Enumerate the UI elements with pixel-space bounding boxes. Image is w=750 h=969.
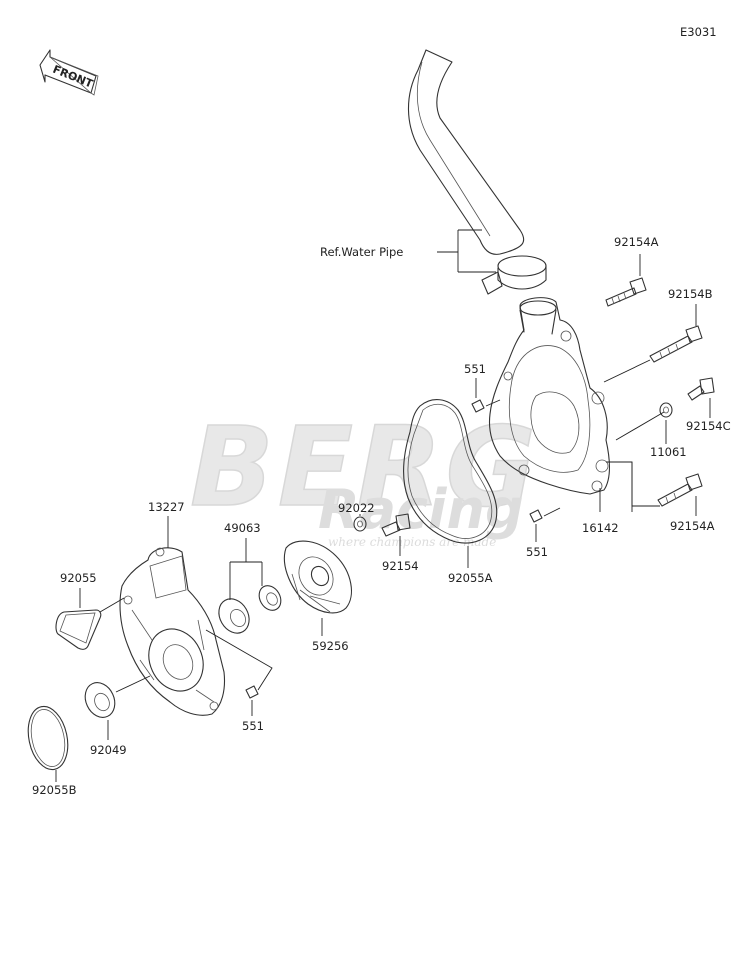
- washer-11061: [659, 402, 673, 418]
- label-59256: 59256: [312, 639, 349, 653]
- label-92055: 92055: [60, 571, 97, 585]
- label-92055a: 92055A: [448, 571, 493, 585]
- label-11061: 11061: [650, 445, 687, 459]
- watermark-tagline: where champions are made: [328, 535, 496, 549]
- label-92022: 92022: [338, 501, 375, 515]
- label-92055b: 92055B: [32, 783, 77, 797]
- bolt-92154c: [687, 377, 715, 401]
- washer-92022: [353, 516, 367, 532]
- label-ref-water-pipe: Ref.Water Pipe: [320, 245, 403, 259]
- label-92154a-top: 92154A: [614, 235, 659, 249]
- housing-13227: [119, 547, 226, 716]
- label-16142: 16142: [582, 521, 619, 535]
- diagram-code: E3031: [680, 25, 717, 39]
- bolt-92154: [381, 513, 411, 537]
- dowel-pin-551-top: [471, 399, 485, 413]
- dowel-pin-551-bottom: [245, 685, 259, 699]
- o-ring-92055: [55, 609, 102, 650]
- label-551-bottom: 551: [242, 719, 264, 733]
- impeller-59256: [283, 540, 352, 614]
- label-92154c: 92154C: [686, 419, 731, 433]
- label-92049: 92049: [90, 743, 127, 757]
- o-ring-92055b: [27, 705, 69, 771]
- label-551-top: 551: [464, 362, 486, 376]
- label-92154a-bottom: 92154A: [670, 519, 715, 533]
- label-92154: 92154: [382, 559, 419, 573]
- front-arrow-icon: FRONT: [39, 49, 99, 96]
- gasket-92055a: [403, 399, 498, 544]
- watermark-racing: Racing: [318, 478, 524, 541]
- dowel-pin-551-mid: [529, 509, 543, 523]
- label-551-mid: 551: [526, 545, 548, 559]
- label-13227: 13227: [148, 500, 185, 514]
- oil-seal-92049: [84, 682, 116, 718]
- bolt-92154a-bottom: [657, 473, 703, 507]
- label-49063: 49063: [224, 521, 261, 535]
- seal-49063: [218, 585, 282, 634]
- water-pump-cover-16142: [488, 297, 611, 495]
- bolt-92154b: [649, 325, 703, 363]
- label-92154b: 92154B: [668, 287, 713, 301]
- water-pipe: [407, 49, 547, 295]
- bolt-92154a-top: [605, 277, 647, 307]
